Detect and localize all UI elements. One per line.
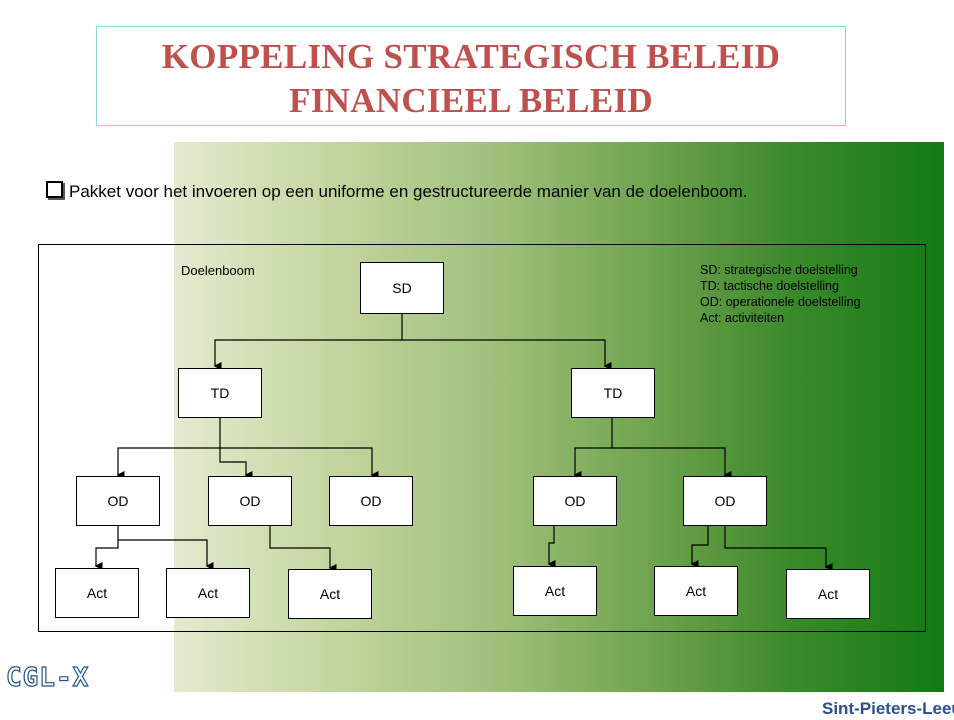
connector-od4-act4 (547, 525, 556, 568)
connector-td-od1 (116, 418, 221, 479)
node-act-1: Act (55, 568, 139, 618)
node-od-5: OD (683, 476, 767, 526)
node-sd: SD (360, 262, 444, 314)
connector-od1-act2 (118, 539, 214, 570)
connector-od1-act1 (94, 525, 119, 570)
legend-act: Act: activiteiten (700, 311, 785, 325)
node-td-left: TD (178, 368, 262, 418)
title-line-1: KOPPELING STRATEGISCH BELEID (161, 37, 781, 76)
bullet-text: Pakket voor het invoeren op een uniforme… (69, 182, 748, 201)
node-od-3: OD (329, 476, 413, 526)
legend-od: OD: operationele doelstelling (700, 295, 861, 309)
connector-od2-act3 (269, 525, 337, 572)
legend-sd: SD: strategische doelstelling (700, 263, 858, 277)
diagram-label: Doelenboom (181, 263, 255, 278)
node-od-4: OD (533, 476, 617, 526)
title-line-2: FINANCIEEL BELEID (289, 81, 653, 120)
checkbox-bullet-icon (46, 181, 63, 198)
node-td-right: TD (571, 368, 655, 418)
connector-sd-td-left (213, 314, 403, 370)
node-od-1: OD (76, 476, 160, 526)
legend: SD: strategische doelstelling TD: tactis… (700, 262, 900, 326)
connector-od5-act5 (690, 525, 709, 568)
node-act-2: Act (166, 568, 250, 618)
connector-td-od5 (612, 447, 732, 479)
footer-municipality: Sint-Pieters-Leeuw (822, 699, 954, 718)
connector-sd-td-right (402, 339, 612, 370)
connector-td-od4 (573, 418, 613, 479)
connector-td-od2 (219, 448, 253, 479)
legend-td: TD: tactische doelstelling (700, 279, 839, 293)
cgl-x-logo: CGL-X (5, 662, 90, 693)
bullet-paragraph: Pakket voor het invoeren op een uniforme… (46, 178, 846, 205)
node-od-2: OD (208, 476, 292, 526)
diagram-frame (38, 244, 926, 632)
node-act-3: Act (288, 569, 372, 619)
node-act-5: Act (654, 566, 738, 616)
connector-td-od3 (220, 447, 379, 479)
node-act-4: Act (513, 566, 597, 616)
connector-od5-act6 (724, 525, 833, 571)
node-act-6: Act (786, 569, 870, 619)
title-box: KOPPELING STRATEGISCH BELEID FINANCIEEL … (96, 26, 846, 126)
